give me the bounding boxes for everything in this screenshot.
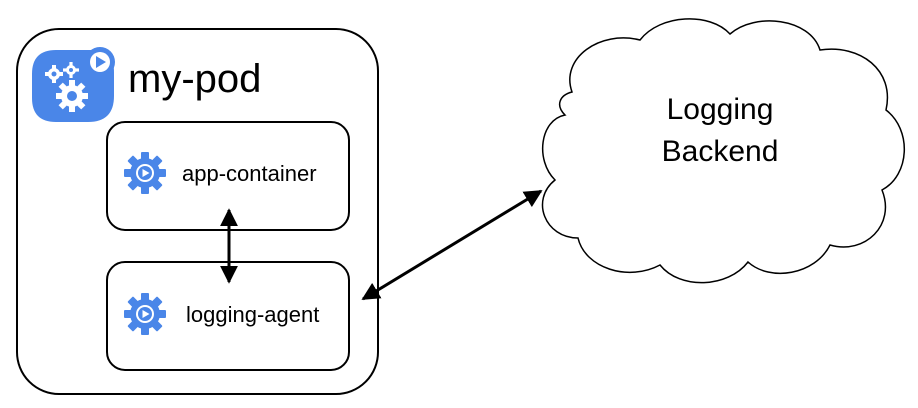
app-container-label: app-container xyxy=(182,161,317,186)
app-container-gear-icon xyxy=(124,152,166,194)
pod-title: my-pod xyxy=(128,57,261,101)
backend-label-line1: Logging xyxy=(667,93,774,126)
logging-agent-label: logging-agent xyxy=(186,302,319,327)
backend-link-arrow xyxy=(361,189,543,301)
pod-gears-icon xyxy=(32,47,115,122)
logging-agent-gear-icon xyxy=(124,293,166,335)
backend-label-line2: Backend xyxy=(662,135,779,168)
logging-backend-cloud xyxy=(541,18,906,284)
